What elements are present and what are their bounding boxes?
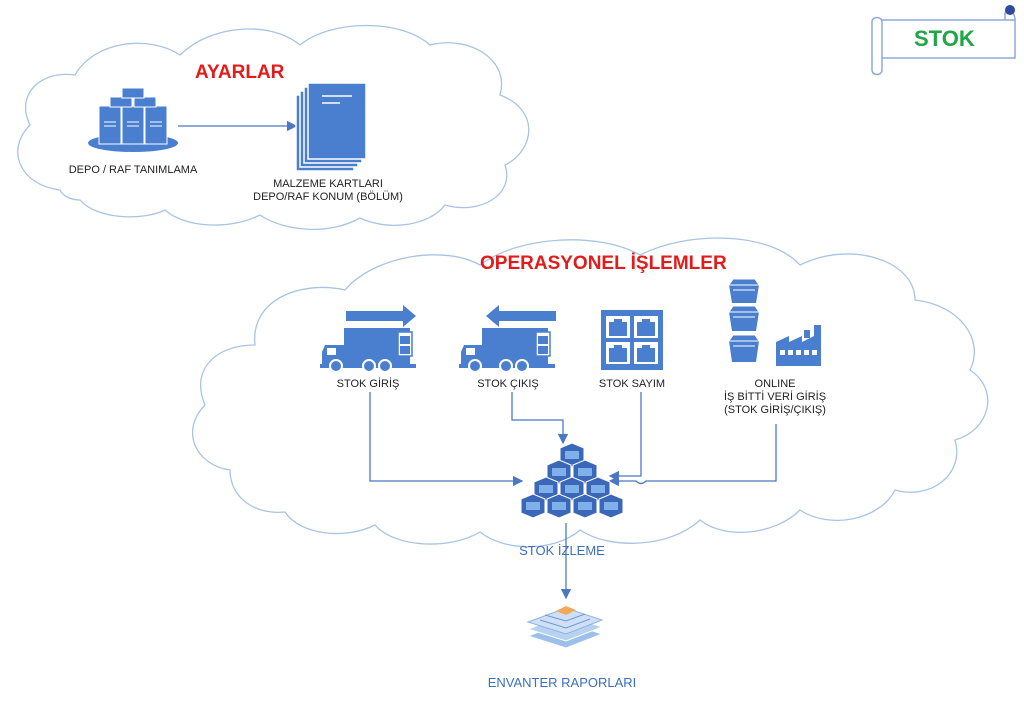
- truck-in-icon: [320, 305, 416, 373]
- online-label: ONLINE İŞ BİTTİ VERİ GİRİŞ (STOK GİRİŞ/Ç…: [705, 378, 845, 417]
- material-label-line1: MALZEME KARTLARI: [273, 178, 383, 190]
- online-label-line3: (STOK GİRİŞ/ÇIKIŞ): [724, 404, 826, 416]
- settings-cloud: [17, 24, 530, 230]
- connectors: [369, 392, 777, 600]
- stock-out-label: STOK ÇIKIŞ: [477, 378, 539, 390]
- stok-badge-label: STOK: [914, 26, 975, 51]
- truck-out-icon: [459, 305, 556, 373]
- settings-title: AYARLAR: [195, 62, 285, 83]
- cube-pyramid-icon: [520, 442, 624, 519]
- report-stack-icon: [526, 606, 604, 649]
- factory-boxes-icon: [728, 278, 821, 366]
- material-label-line2: DEPO/RAF KONUM (BÖLÜM): [253, 191, 403, 203]
- connector-online: [608, 424, 777, 487]
- online-label-line1: ONLINE: [754, 378, 796, 390]
- stock-count-label: STOK SAYIM: [598, 378, 666, 390]
- operations-title: OPERASYONEL İŞLEMLER: [480, 253, 727, 274]
- stok-badge: [871, 5, 1016, 76]
- stock-in-label: STOK GİRİŞ: [336, 378, 400, 390]
- reports-label: ENVANTER RAPORLARI: [487, 675, 637, 690]
- material-label: MALZEME KARTLARI DEPO/RAF KONUM (BÖLÜM): [253, 178, 403, 204]
- connector-stock-out: [511, 392, 569, 445]
- server-rack-icon: [88, 87, 178, 152]
- depot-label: DEPO / RAF TANIMLAMA: [68, 164, 198, 176]
- connector-stock-count: [608, 392, 642, 482]
- document-stack-icon: [295, 82, 367, 172]
- tracking-label: STOK İZLEME: [519, 543, 605, 558]
- grid-boxes-icon: [601, 310, 663, 370]
- online-label-line2: İŞ BİTTİ VERİ GİRİŞ: [723, 391, 827, 403]
- connector-stock-in: [369, 392, 524, 487]
